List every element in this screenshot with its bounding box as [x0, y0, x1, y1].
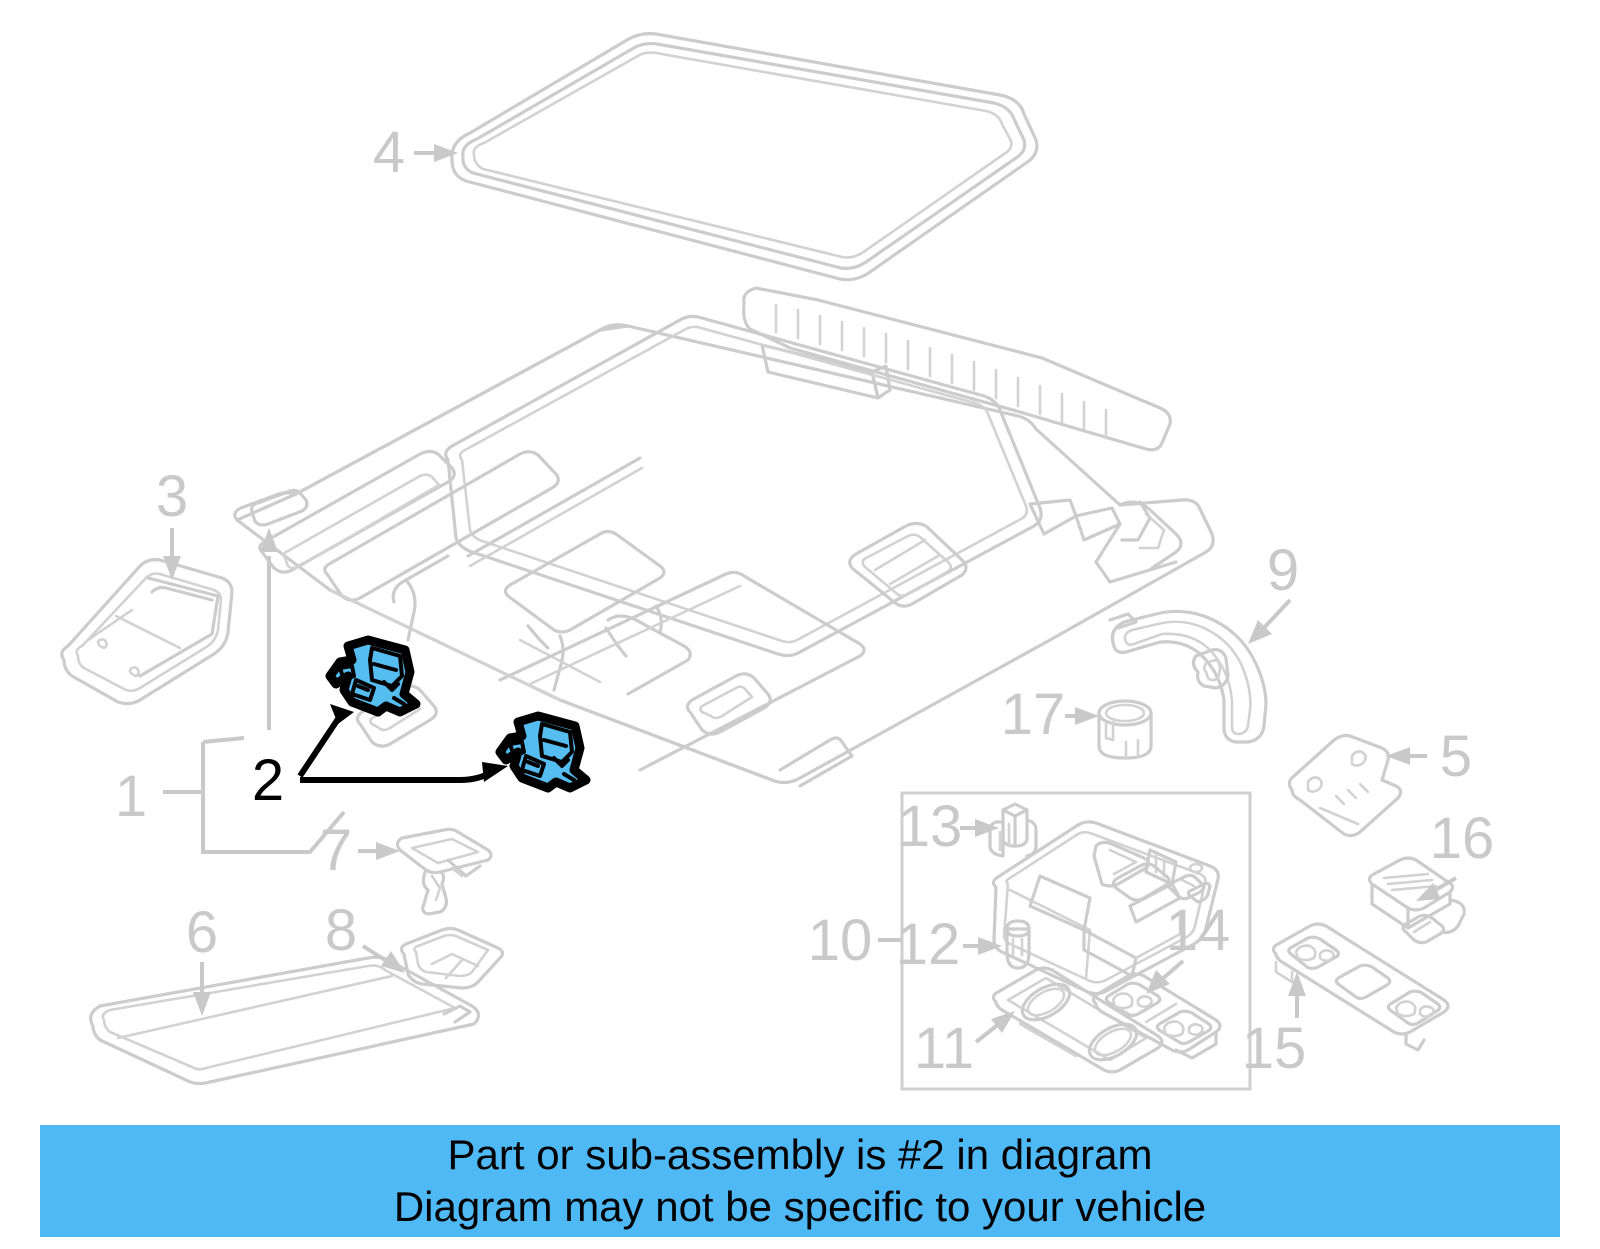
callout-label-1: 1 [115, 764, 147, 829]
part-9-assist-grip [1108, 609, 1268, 744]
banner-line-2: Diagram may not be specific to your vehi… [393, 1183, 1207, 1230]
callout-label-2: 2 [252, 748, 284, 813]
callout-label-15: 15 [1242, 1016, 1307, 1081]
part-14-lamp-bezel [1091, 972, 1222, 1060]
callout-label-11: 11 [914, 1016, 974, 1081]
callout-label-17: 17 [1001, 682, 1066, 747]
part-2-clip-upper [325, 635, 421, 717]
callout-3-leader [163, 528, 181, 580]
callout-17-leader [1065, 707, 1099, 725]
callout-4-leader [414, 144, 458, 162]
callout-1-bracket [163, 736, 346, 854]
callout-label-3: 3 [156, 464, 188, 529]
callout-15-leader [1288, 972, 1306, 1018]
callout-label-12: 12 [896, 912, 961, 977]
callout-label-7: 7 [320, 818, 352, 883]
callout-label-4: 4 [373, 120, 405, 185]
callout-8-leader [361, 944, 405, 973]
part-8-visor-support [399, 926, 505, 990]
part-6-sun-visor [89, 955, 481, 1086]
part-7-visor-hook [395, 827, 493, 916]
callout-label-16: 16 [1430, 806, 1495, 871]
part-2-clip-retainers [297, 635, 591, 793]
callout-13-leader [960, 819, 999, 837]
headliner-main-body [233, 286, 1215, 788]
part-12-bulb [1005, 919, 1031, 970]
part-3-overhead-console [60, 558, 234, 706]
callout-9-leader [1248, 598, 1292, 644]
banner-line-1: Part or sub-assembly is #2 in diagram [447, 1131, 1153, 1178]
disclaimer-banner: Part or sub-assembly is #2 in diagram Di… [40, 1125, 1560, 1237]
callout-label-10: 10 [808, 908, 873, 973]
part-13-socket [988, 802, 1038, 858]
part-11-lamp-lens [991, 966, 1164, 1074]
part-2-clip-lower [495, 711, 591, 793]
callout-6-leader [193, 962, 211, 1016]
callout-7-leader [358, 842, 400, 860]
callout-12-leader [963, 937, 1002, 955]
callout-5-leader [1386, 747, 1427, 765]
callout-label-8: 8 [325, 898, 357, 963]
callout-1-to-headliner-leader [260, 528, 278, 730]
callout-label-6: 6 [186, 900, 218, 965]
callout-label-14: 14 [1166, 898, 1231, 963]
callout-16-leader [1416, 876, 1458, 901]
part-5-bracket [1287, 733, 1403, 838]
callout-label-5: 5 [1440, 724, 1472, 789]
callout-11-leader [974, 1011, 1015, 1044]
callout-label-13: 13 [898, 794, 963, 859]
part-4-sunroof-trim [450, 32, 1039, 282]
part-17-grommet-cap [1097, 699, 1153, 760]
callout-label-9: 9 [1267, 538, 1299, 603]
callout-14-leader [1146, 959, 1185, 994]
